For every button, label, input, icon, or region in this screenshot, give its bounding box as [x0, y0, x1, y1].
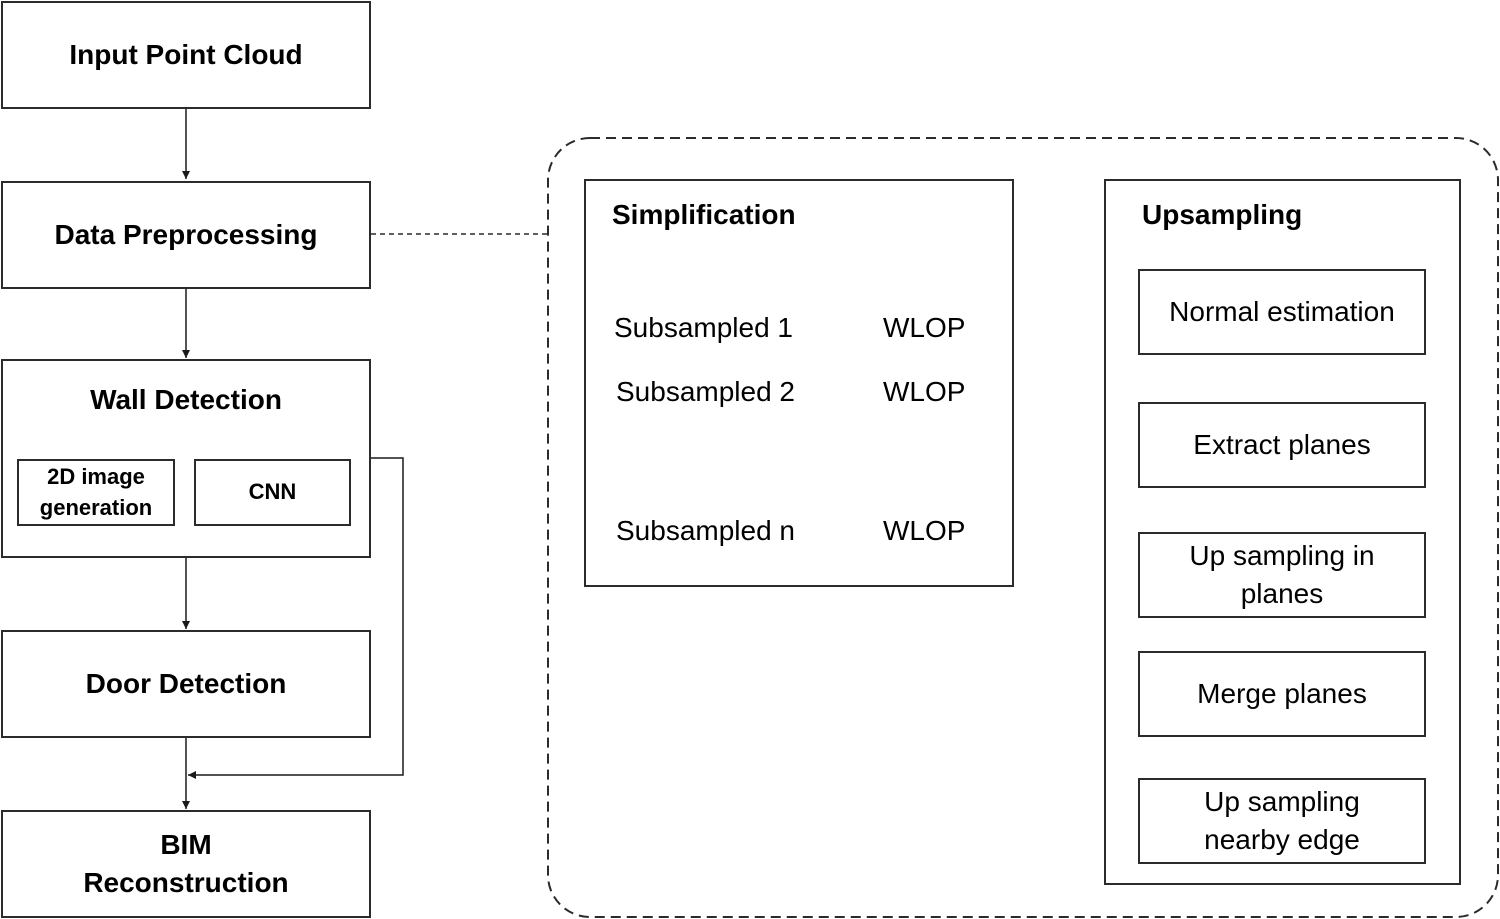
extract-planes-label: Extract planes	[1193, 429, 1371, 461]
merge-planes-box: Merge planes	[1138, 651, 1426, 737]
bim-reconstruction-box: BIM Reconstruction	[1, 810, 371, 918]
upsampling-nearby-edge-box: Up sampling nearby edge	[1138, 778, 1426, 864]
subsampled-n-label: Subsampled n	[616, 515, 796, 546]
merge-planes-label: Merge planes	[1197, 678, 1367, 710]
subsampled-2-label: Subsampled 2	[616, 376, 796, 407]
simplification-panel	[584, 179, 1014, 587]
input-point-cloud-box: Input Point Cloud	[1, 1, 371, 109]
image-generation-label: 2D image generation	[39, 463, 153, 520]
subsampled-1-label: Subsampled 1	[614, 312, 794, 343]
cnn-label: CNN	[248, 479, 297, 505]
door-detection-box: Door Detection	[1, 630, 371, 738]
upsampling-in-planes-label: Up sampling in planes	[1189, 540, 1375, 609]
image-generation-box: 2D image generation	[17, 459, 175, 526]
cnn-box: CNN	[194, 459, 351, 526]
data-preprocessing-label: Data Preprocessing	[54, 219, 318, 251]
door-detection-label: Door Detection	[85, 668, 287, 700]
upsampling-in-planes-box: Up sampling in planes	[1138, 532, 1426, 618]
wlop-1-label: WLOP	[883, 312, 966, 343]
detail-container	[547, 137, 1499, 918]
upsampling-nearby-edge-label: Up sampling nearby edge	[1204, 786, 1360, 855]
wlop-2-label: WLOP	[883, 376, 966, 407]
data-preprocessing-box: Data Preprocessing	[1, 181, 371, 289]
upsampling-title: Upsampling	[1142, 199, 1303, 230]
simplification-title: Simplification	[612, 199, 796, 230]
extract-planes-box: Extract planes	[1138, 402, 1426, 488]
normal-estimation-box: Normal estimation	[1138, 269, 1426, 355]
wlop-n-label: WLOP	[883, 515, 966, 546]
bim-reconstruction-label: BIM Reconstruction	[83, 829, 289, 898]
input-point-cloud-label: Input Point Cloud	[69, 39, 303, 71]
wall-detection-label: Wall Detection	[90, 384, 282, 415]
arrow-wall-bypass-to-bim	[188, 457, 404, 779]
normal-estimation-label: Normal estimation	[1169, 296, 1395, 328]
